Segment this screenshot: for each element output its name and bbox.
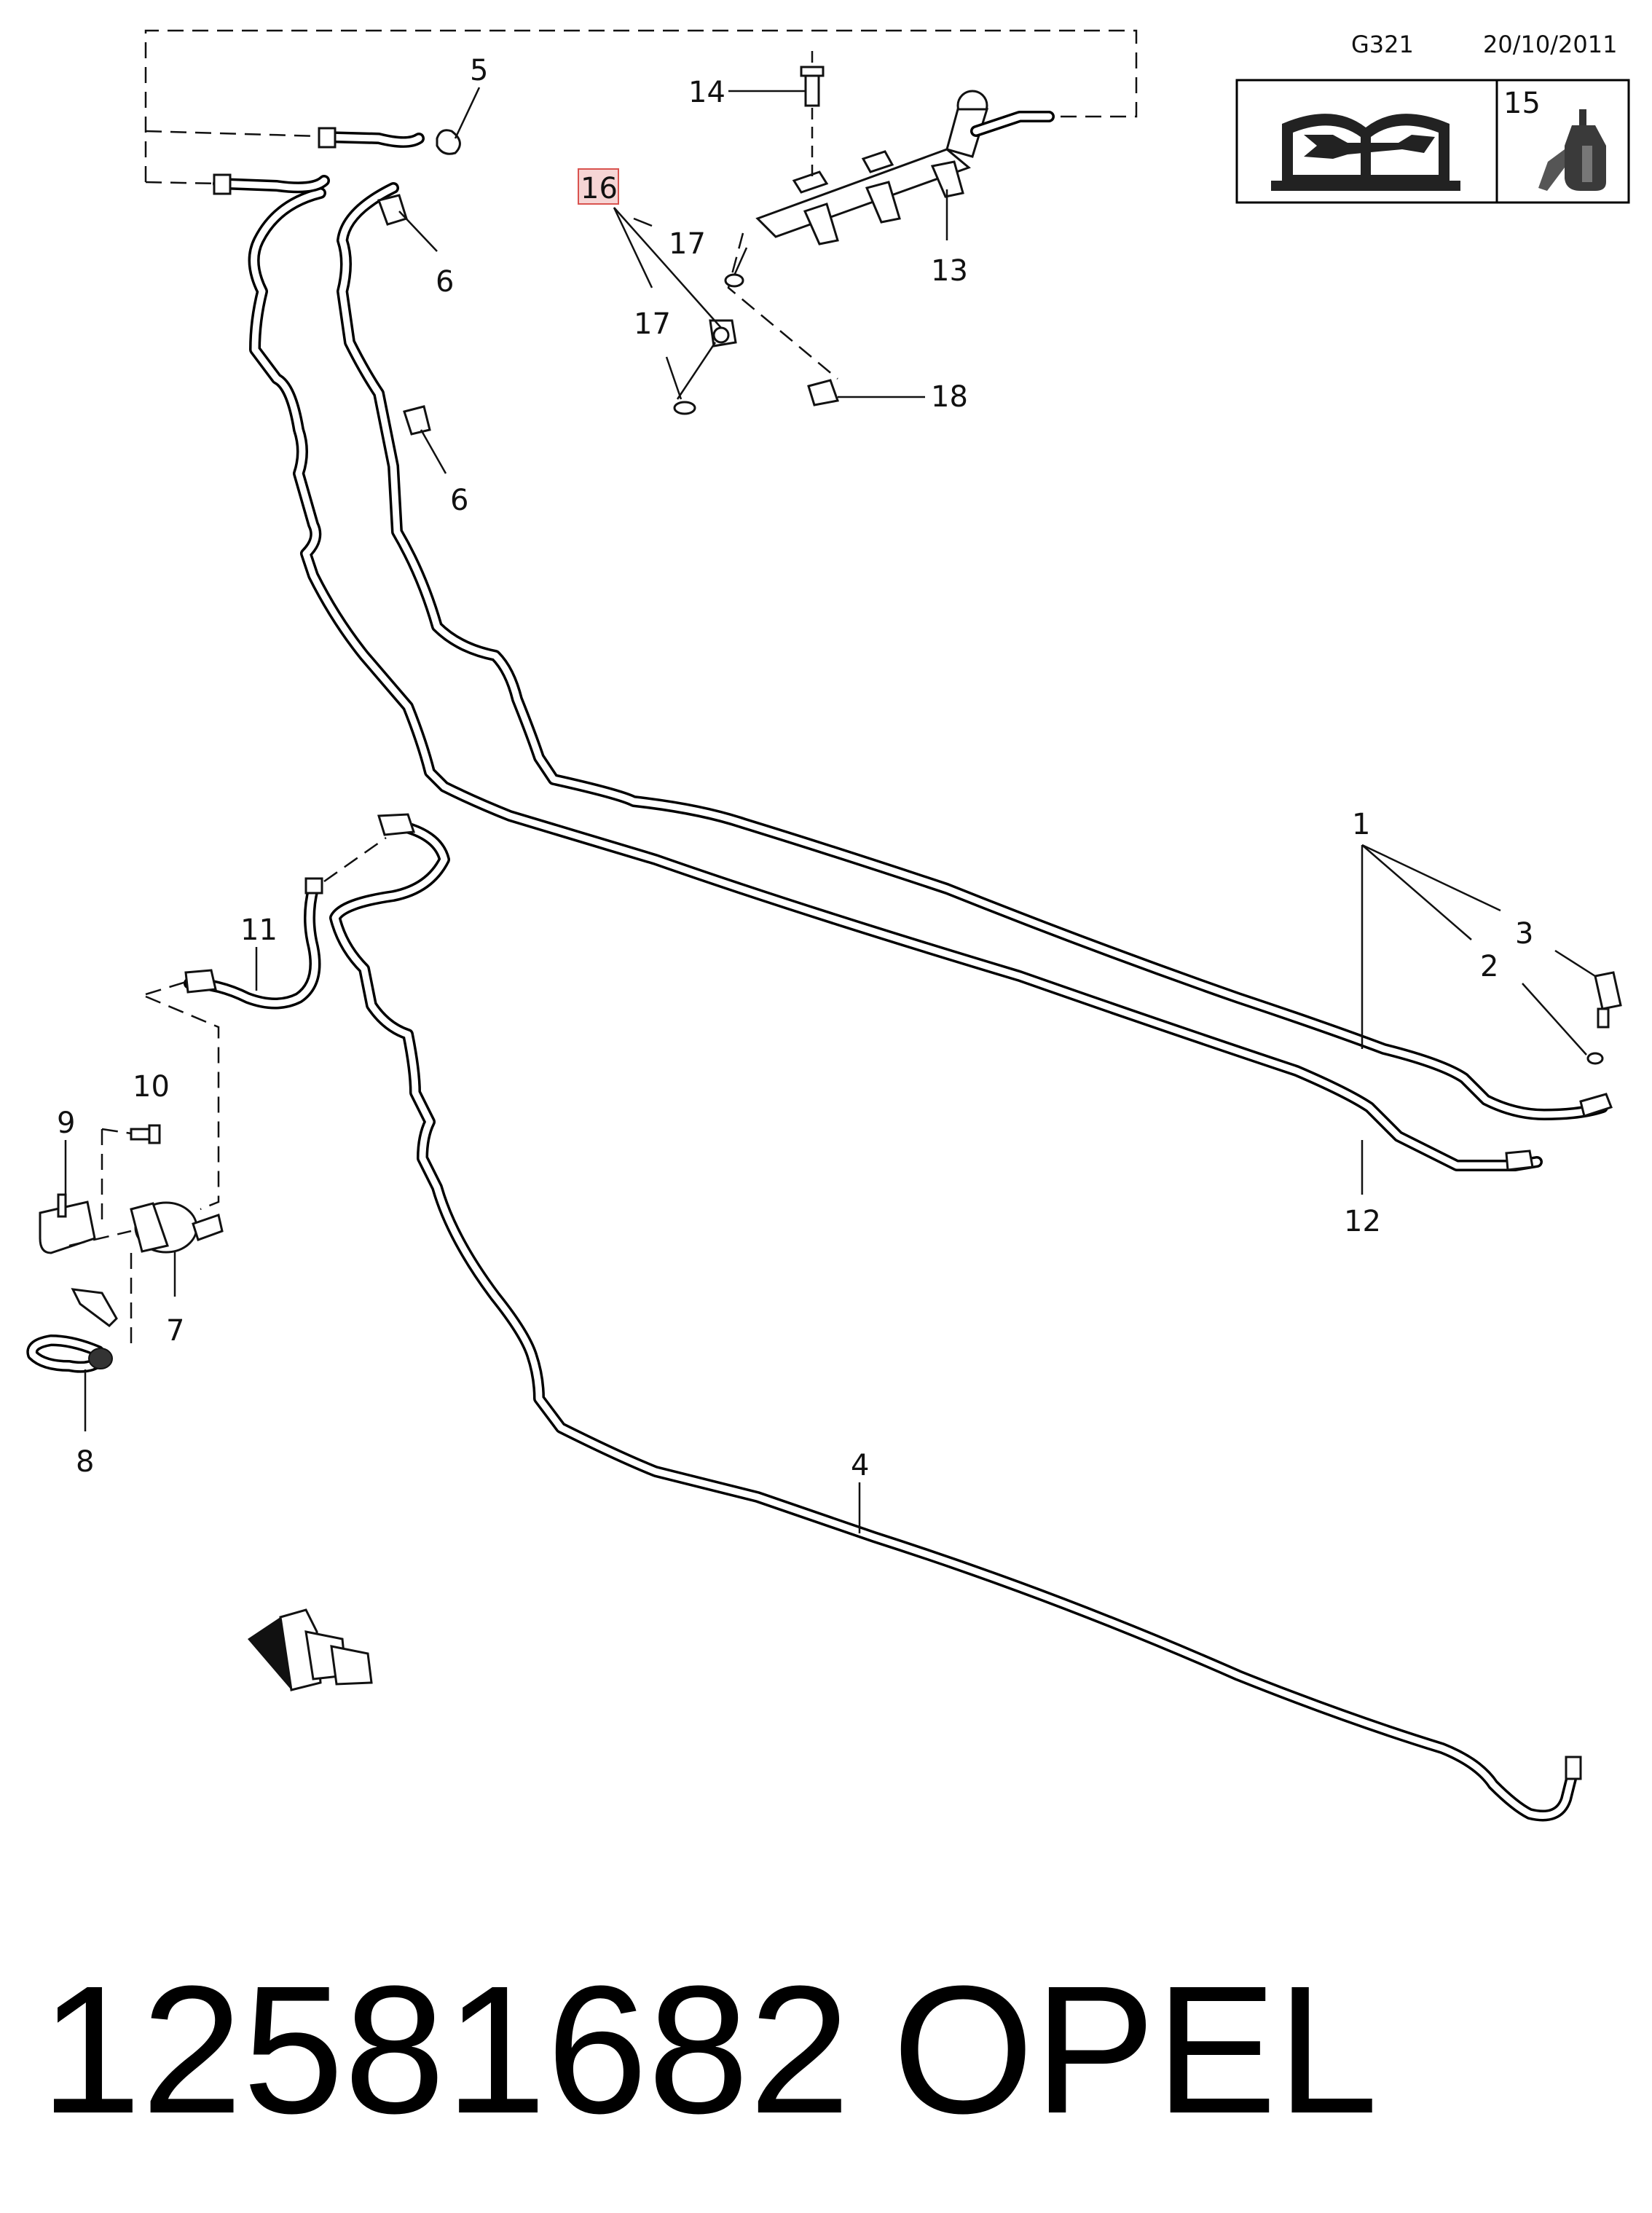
callout-5: 5 bbox=[470, 54, 488, 87]
callout-11: 11 bbox=[240, 913, 278, 947]
callout-17a: 17 bbox=[669, 227, 706, 261]
o-ring-2 bbox=[1586, 1052, 1604, 1065]
hose-11-dash-c bbox=[145, 995, 220, 1211]
hose-11 bbox=[184, 877, 323, 1010]
clip-5 bbox=[436, 129, 461, 155]
callout-3: 3 bbox=[1515, 917, 1533, 951]
callout-16-highlight bbox=[578, 168, 619, 205]
fuel-rail bbox=[755, 90, 1055, 245]
rail-clip-dash bbox=[727, 232, 838, 380]
info-box: 15 bbox=[1235, 79, 1630, 204]
hose-11-dash-a bbox=[323, 836, 387, 883]
callout-6a: 6 bbox=[436, 265, 454, 299]
front-direction-arrow-icon bbox=[248, 1608, 373, 1691]
callout-16: 16 bbox=[581, 172, 618, 205]
assembly-boundary bbox=[144, 29, 1138, 182]
callout-7: 7 bbox=[166, 1314, 184, 1348]
bolt-14 bbox=[800, 66, 825, 107]
fuel-pipe-4 bbox=[329, 813, 1582, 1822]
injector-16 bbox=[709, 319, 737, 347]
callout-13: 13 bbox=[931, 254, 968, 288]
callout-6b: 6 bbox=[450, 484, 468, 517]
callout-9: 9 bbox=[57, 1106, 75, 1140]
hose-connector-dash-b bbox=[145, 181, 219, 185]
valve-dash-a bbox=[101, 1128, 132, 1135]
info-box-number: 15 bbox=[1503, 87, 1541, 120]
callout-12: 12 bbox=[1344, 1205, 1381, 1238]
valve-dash-c bbox=[68, 1230, 132, 1247]
brand-name: OPEL bbox=[892, 1948, 1378, 2151]
manual-book-wrench-icon bbox=[1271, 114, 1460, 191]
hose-connector-dash-a bbox=[145, 130, 321, 138]
bolt-10 bbox=[130, 1124, 161, 1144]
quick-connector-3 bbox=[1594, 971, 1622, 1029]
fuel-pipe-1 bbox=[337, 182, 1613, 1120]
part-number: 12581682 bbox=[40, 1948, 850, 2151]
fluid-bottle-icon bbox=[1538, 109, 1606, 191]
callout-2: 2 bbox=[1480, 950, 1498, 983]
clip-6b bbox=[403, 405, 431, 436]
purge-valve-7 bbox=[130, 1201, 224, 1254]
clip-18 bbox=[807, 379, 840, 406]
leader-lines bbox=[64, 87, 1596, 1533]
clip-6a bbox=[377, 194, 408, 226]
callout-4: 4 bbox=[851, 1449, 869, 1482]
hose-8 bbox=[26, 1288, 118, 1373]
diagram-code: G321 bbox=[1351, 31, 1414, 58]
bracket-9 bbox=[39, 1193, 96, 1254]
seal-ring-17a bbox=[724, 273, 744, 288]
callout-18: 18 bbox=[931, 380, 968, 414]
fuel-pipe-12 bbox=[248, 187, 1543, 1171]
hose-11-dash-b bbox=[145, 978, 194, 996]
diagram-date: 20/10/2011 bbox=[1483, 31, 1617, 58]
callout-10: 10 bbox=[133, 1070, 170, 1104]
callout-8: 8 bbox=[76, 1445, 94, 1479]
seal-ring-17b bbox=[673, 401, 696, 415]
callout-1: 1 bbox=[1352, 808, 1370, 841]
hose-end-upper bbox=[318, 127, 425, 149]
hose-end-lower bbox=[213, 173, 330, 195]
callout-17b: 17 bbox=[634, 307, 671, 341]
callout-14: 14 bbox=[688, 76, 725, 109]
